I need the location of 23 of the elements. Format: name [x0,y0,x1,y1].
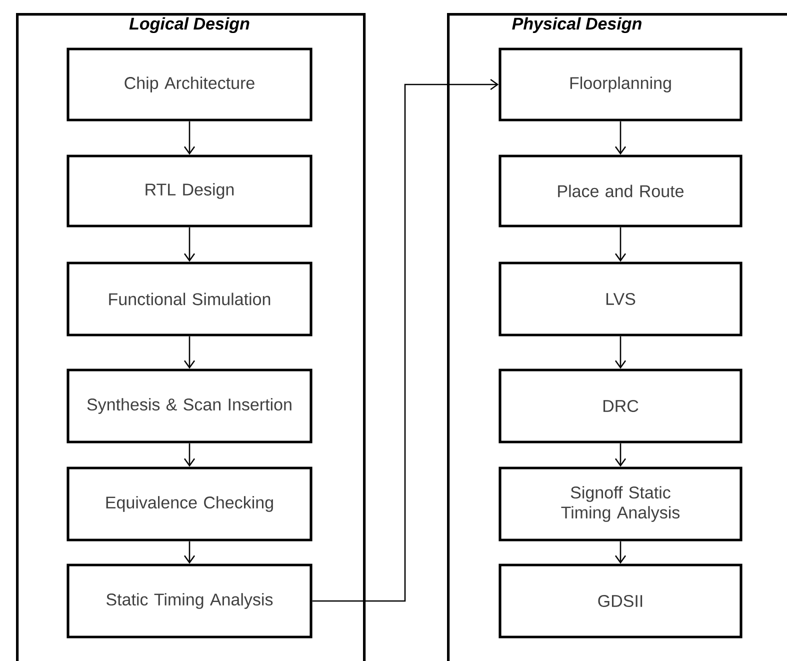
process-box: Chip Architecture [66,48,312,122]
arrow [184,541,196,564]
arrow [184,443,196,467]
process-box: RTL Design [66,154,312,228]
arrow [614,336,626,369]
arrow [312,78,499,602]
arrow [184,336,196,369]
arrow [614,227,626,262]
arrow [614,443,626,467]
process-box: Functional Simulation [66,262,312,336]
process-box: Synthesis & Scan Insertion [66,368,312,444]
process-box: GDSII [498,564,742,638]
process-box: Equivalence Checking [66,466,312,542]
process-box: LVS [498,262,742,336]
process-box: DRC [498,368,742,444]
process-box: Signoff Static Timing Analysis [498,466,742,542]
process-box: Place and Route [498,154,742,228]
arrow [184,227,196,262]
arrow [614,541,626,564]
arrow [614,121,626,155]
process-box: Floorplanning [498,48,742,122]
arrow [184,121,196,155]
process-box: Static Timing Analysis [66,564,312,638]
